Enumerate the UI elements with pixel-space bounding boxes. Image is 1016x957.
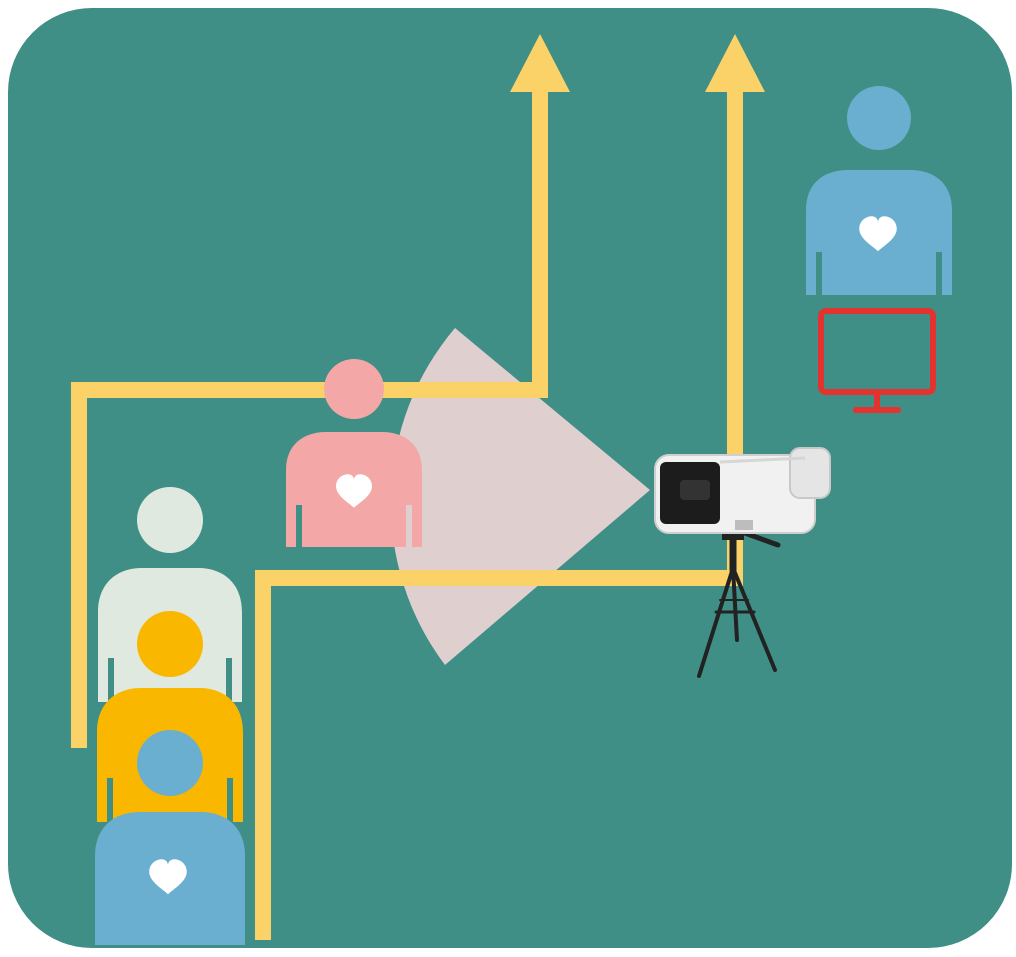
thermal-camera-icon: [655, 448, 830, 533]
